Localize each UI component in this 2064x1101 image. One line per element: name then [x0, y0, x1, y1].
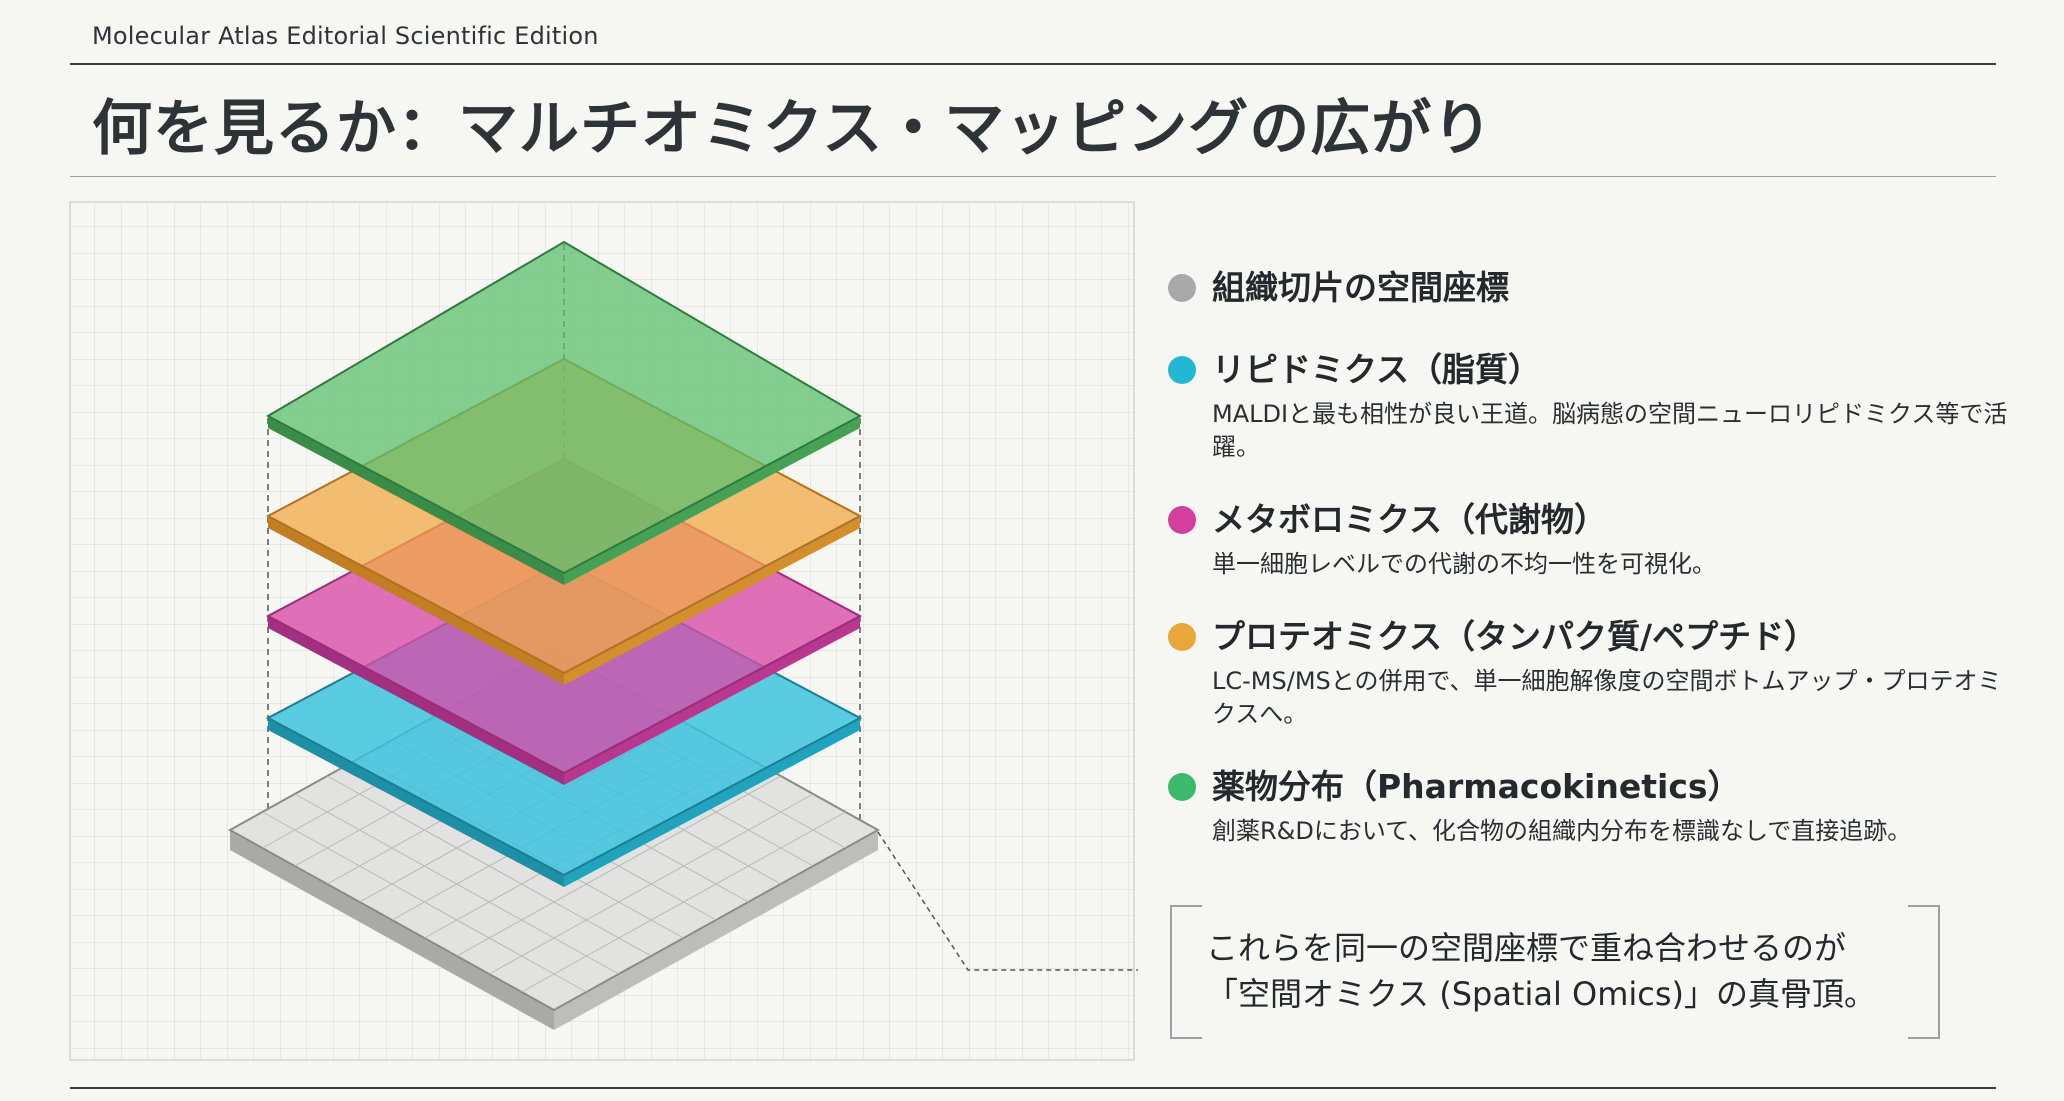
layer-pharmacokinetics-top	[265, 240, 863, 575]
legend-description: 単一細胞レベルでの代謝の不均一性を可視化。	[1212, 550, 1716, 578]
base-grid-line	[326, 775, 652, 957]
callout-bracket-right	[1908, 905, 1940, 1039]
callout-bracket-left	[1170, 905, 1202, 1039]
title-rule	[70, 176, 1996, 177]
callout-line-1: これらを同一の空間座標で重ね合わせるのが	[1206, 929, 1847, 967]
base-grid-line	[488, 793, 814, 975]
base-grid-line	[262, 811, 587, 993]
legend-title: メタボロミクス（代謝物）	[1212, 500, 1608, 539]
base-front-left	[230, 830, 554, 1030]
legend-description: 創薬R&Dにおいて、化合物の組織内分布を標識なしで直接追跡。	[1212, 817, 1912, 845]
legend-item: プロテオミクス（タンパク質/ペプチド） LC-MS/MSとの併用で、単一細胞解像度…	[1168, 611, 2008, 731]
legend: 組織切片の空間座標リピドミクス（脂質） MALDIと最も相性が良い王道。脳病態の空…	[1168, 262, 2008, 878]
legend-title: 薬物分布（Pharmacokinetics）	[1212, 767, 1741, 806]
base-front-right	[554, 830, 878, 1030]
bottom-rule	[70, 1087, 1996, 1089]
legend-title: 組織切片の空間座標	[1212, 268, 1509, 307]
legend-dot-icon	[1168, 356, 1196, 384]
edition-label: Molecular Atlas Editorial Scientific Edi…	[92, 22, 599, 50]
legend-description: MALDIと最も相性が良い王道。脳病態の空間ニューロリピドミクス等で活躍。	[1212, 400, 2008, 461]
callout-leader-line	[877, 831, 1138, 971]
legend-description: LC-MS/MSとの併用で、単一細胞解像度の空間ボトムアップ・プロテオミクスへ。	[1212, 667, 2002, 728]
legend-dot-icon	[1168, 773, 1196, 801]
page-title: 何を見るか：マルチオミクス・マッピングの広がり	[92, 94, 1494, 164]
legend-title: リピドミクス（脂質）	[1212, 350, 1542, 389]
multiomics-layer-diagram	[69, 201, 1138, 1061]
layer-pharmacokinetics	[265, 240, 863, 585]
base-grid-line	[521, 811, 846, 993]
legend-item: 薬物分布（Pharmacokinetics） 創薬R&Dにおいて、化合物の組織内分…	[1168, 761, 2008, 848]
legend-title: プロテオミクス（タンパク質/ペプチド）	[1212, 617, 1818, 656]
callout-line-2: 「空間オミクス (Spatial Omics)」の真骨頂。	[1206, 975, 1877, 1013]
legend-dot-icon	[1168, 623, 1196, 651]
legend-dot-icon	[1168, 506, 1196, 534]
base-grid-line	[294, 793, 620, 975]
top-rule	[70, 63, 1996, 65]
legend-item: リピドミクス（脂質） MALDIと最も相性が良い王道。脳病態の空間ニューロリピドミ…	[1168, 344, 2008, 464]
callout-box: これらを同一の空間座標で重ね合わせるのが 「空間オミクス (Spatial Om…	[1170, 905, 1940, 1039]
legend-item: 組織切片の空間座標	[1168, 262, 2008, 314]
base-grid-line	[456, 775, 782, 957]
legend-item: メタボロミクス（代謝物） 単一細胞レベルでの代謝の不均一性を可視化。	[1168, 494, 2008, 581]
legend-dot-icon	[1168, 274, 1196, 302]
